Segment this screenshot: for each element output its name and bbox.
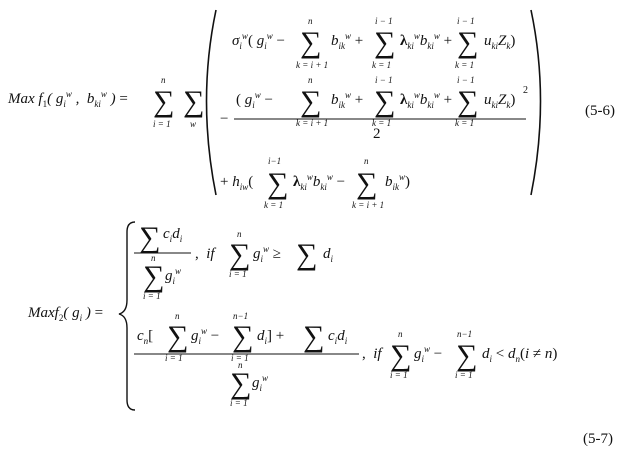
sum-g-c1-lower: i = 1 (229, 269, 247, 279)
sum-lambda-2-upper: i − 1 (375, 75, 393, 85)
sum-d-2-lower: i = 1 (231, 353, 249, 363)
sum-b-ik-1-lower: k = i + 1 (296, 60, 329, 70)
sum-g-1-lower: i = 1 (143, 291, 161, 301)
sum-g-3-upper: n (238, 360, 243, 370)
sum-uz-2: ∑ (457, 85, 479, 118)
sum-w: ∑ (183, 85, 205, 118)
sum-cd-2: ∑ (303, 320, 325, 353)
sum-g-3: ∑ (230, 367, 252, 400)
sum-d-2-upper: n−1 (233, 311, 249, 321)
right-paren (530, 9, 542, 196)
lambda-b-2: λkiwbkiw + (400, 90, 453, 110)
sum-lambda-3-upper: i−1 (268, 156, 282, 166)
sum-b-ik-2-lower: k = i + 1 (296, 118, 329, 128)
sum-b-ik-1-upper: n (308, 16, 313, 26)
sum-i: ∑ (153, 85, 175, 118)
sum-b-ik-3: ∑ (356, 167, 378, 200)
sum-d-c1: ∑ (296, 238, 318, 271)
g-3: giw (252, 373, 269, 393)
b-ik-1: bikw + (331, 31, 364, 51)
sum-b-ik-1: ∑ (300, 26, 322, 59)
eq-5-6-lhs: Max f1( giw , bkiw ) = (8, 89, 128, 109)
d-c2: di < dn(i ≠ n) (482, 346, 558, 364)
sum-uz-1-upper: i − 1 (457, 16, 475, 26)
b-ik-3: bikw) (385, 172, 411, 192)
b-ik-2: bikw + (331, 90, 364, 110)
sum-lambda-3-lower: k = 1 (264, 200, 284, 210)
sum-lambda-1-lower: k = 1 (372, 60, 392, 70)
sum-lambda-1: ∑ (374, 26, 396, 59)
sum-uz-1-lower: k = 1 (455, 60, 475, 70)
cd-2: cidi (328, 328, 348, 346)
eq-5-6-num-a: ( giw − (236, 90, 273, 110)
sum-b-ik-3-upper: n (364, 156, 369, 166)
sum-g-2: ∑ (167, 320, 189, 353)
sum-b-ik-2-upper: n (308, 75, 313, 85)
lambda-b-1: λkiwbkiw + (400, 31, 453, 51)
g-c1: giw ≥ (253, 244, 282, 264)
sum-d-c2-upper: n−1 (457, 329, 473, 339)
sum-lambda-2-lower: k = 1 (372, 118, 392, 128)
sum-g-c2-lower: i = 1 (390, 370, 408, 380)
equation-number-5-7: (5-7) (583, 431, 613, 447)
g-1: giw (165, 266, 182, 286)
sum-b-ik-2: ∑ (300, 85, 322, 118)
case2-num-a: cn[ (137, 328, 154, 346)
sum-g-3-lower: i = 1 (230, 398, 248, 408)
sum-g-2-lower: i = 1 (165, 353, 183, 363)
uz-2: ukiZk) (484, 92, 516, 110)
sum-g-c2: ∑ (390, 339, 412, 372)
sum-g-c1-upper: n (237, 229, 242, 239)
sum-i-lower: i = 1 (153, 119, 171, 129)
sum-d-c2: ∑ (456, 339, 478, 372)
sum-g-1: ∑ (143, 260, 165, 293)
minus-sign: − (220, 111, 229, 127)
denominator: 2 (373, 126, 381, 142)
sum-w-lower: w (190, 119, 197, 129)
eq-5-7-lhs: Maxf2( gi ) = (28, 305, 104, 323)
g-c2: giw − (414, 344, 443, 364)
left-paren (205, 9, 217, 196)
d-2: di] + (257, 328, 285, 346)
sum-g-c1: ∑ (229, 238, 251, 271)
sum-d-2: ∑ (232, 320, 254, 353)
eq-5-6-line3-a: + hiw( (220, 174, 254, 192)
numerator-exponent: 2 (523, 85, 528, 96)
cd-1: cidi (163, 226, 183, 244)
case1-if: , if (195, 246, 215, 262)
sum-b-ik-3-lower: k = i + 1 (352, 200, 385, 210)
sum-uz-2-lower: k = 1 (455, 118, 475, 128)
sum-uz-1: ∑ (457, 26, 479, 59)
sum-g-c2-upper: n (398, 329, 403, 339)
d-c1: di (323, 246, 334, 264)
sum-g-2-upper: n (175, 311, 180, 321)
sum-g-1-upper: n (151, 253, 156, 263)
uz-1: ukiZk) (484, 33, 516, 51)
g-2: giw − (191, 326, 220, 346)
lambda-b-3: λkiwbkiw − (293, 172, 346, 192)
sum-lambda-1-upper: i − 1 (375, 16, 393, 26)
equation-number-5-6: (5-6) (585, 103, 615, 119)
sum-lambda-2: ∑ (374, 85, 396, 118)
curly-brace (118, 221, 136, 411)
eq-5-6-line1-a: σiw( giw − (232, 31, 285, 51)
sum-i-upper: n (161, 75, 166, 85)
sum-d-c2-lower: i = 1 (455, 370, 473, 380)
sum-uz-2-upper: i − 1 (457, 75, 475, 85)
sum-lambda-3: ∑ (267, 167, 289, 200)
sum-cd-1: ∑ (139, 221, 161, 254)
case2-if: , if (362, 346, 382, 362)
